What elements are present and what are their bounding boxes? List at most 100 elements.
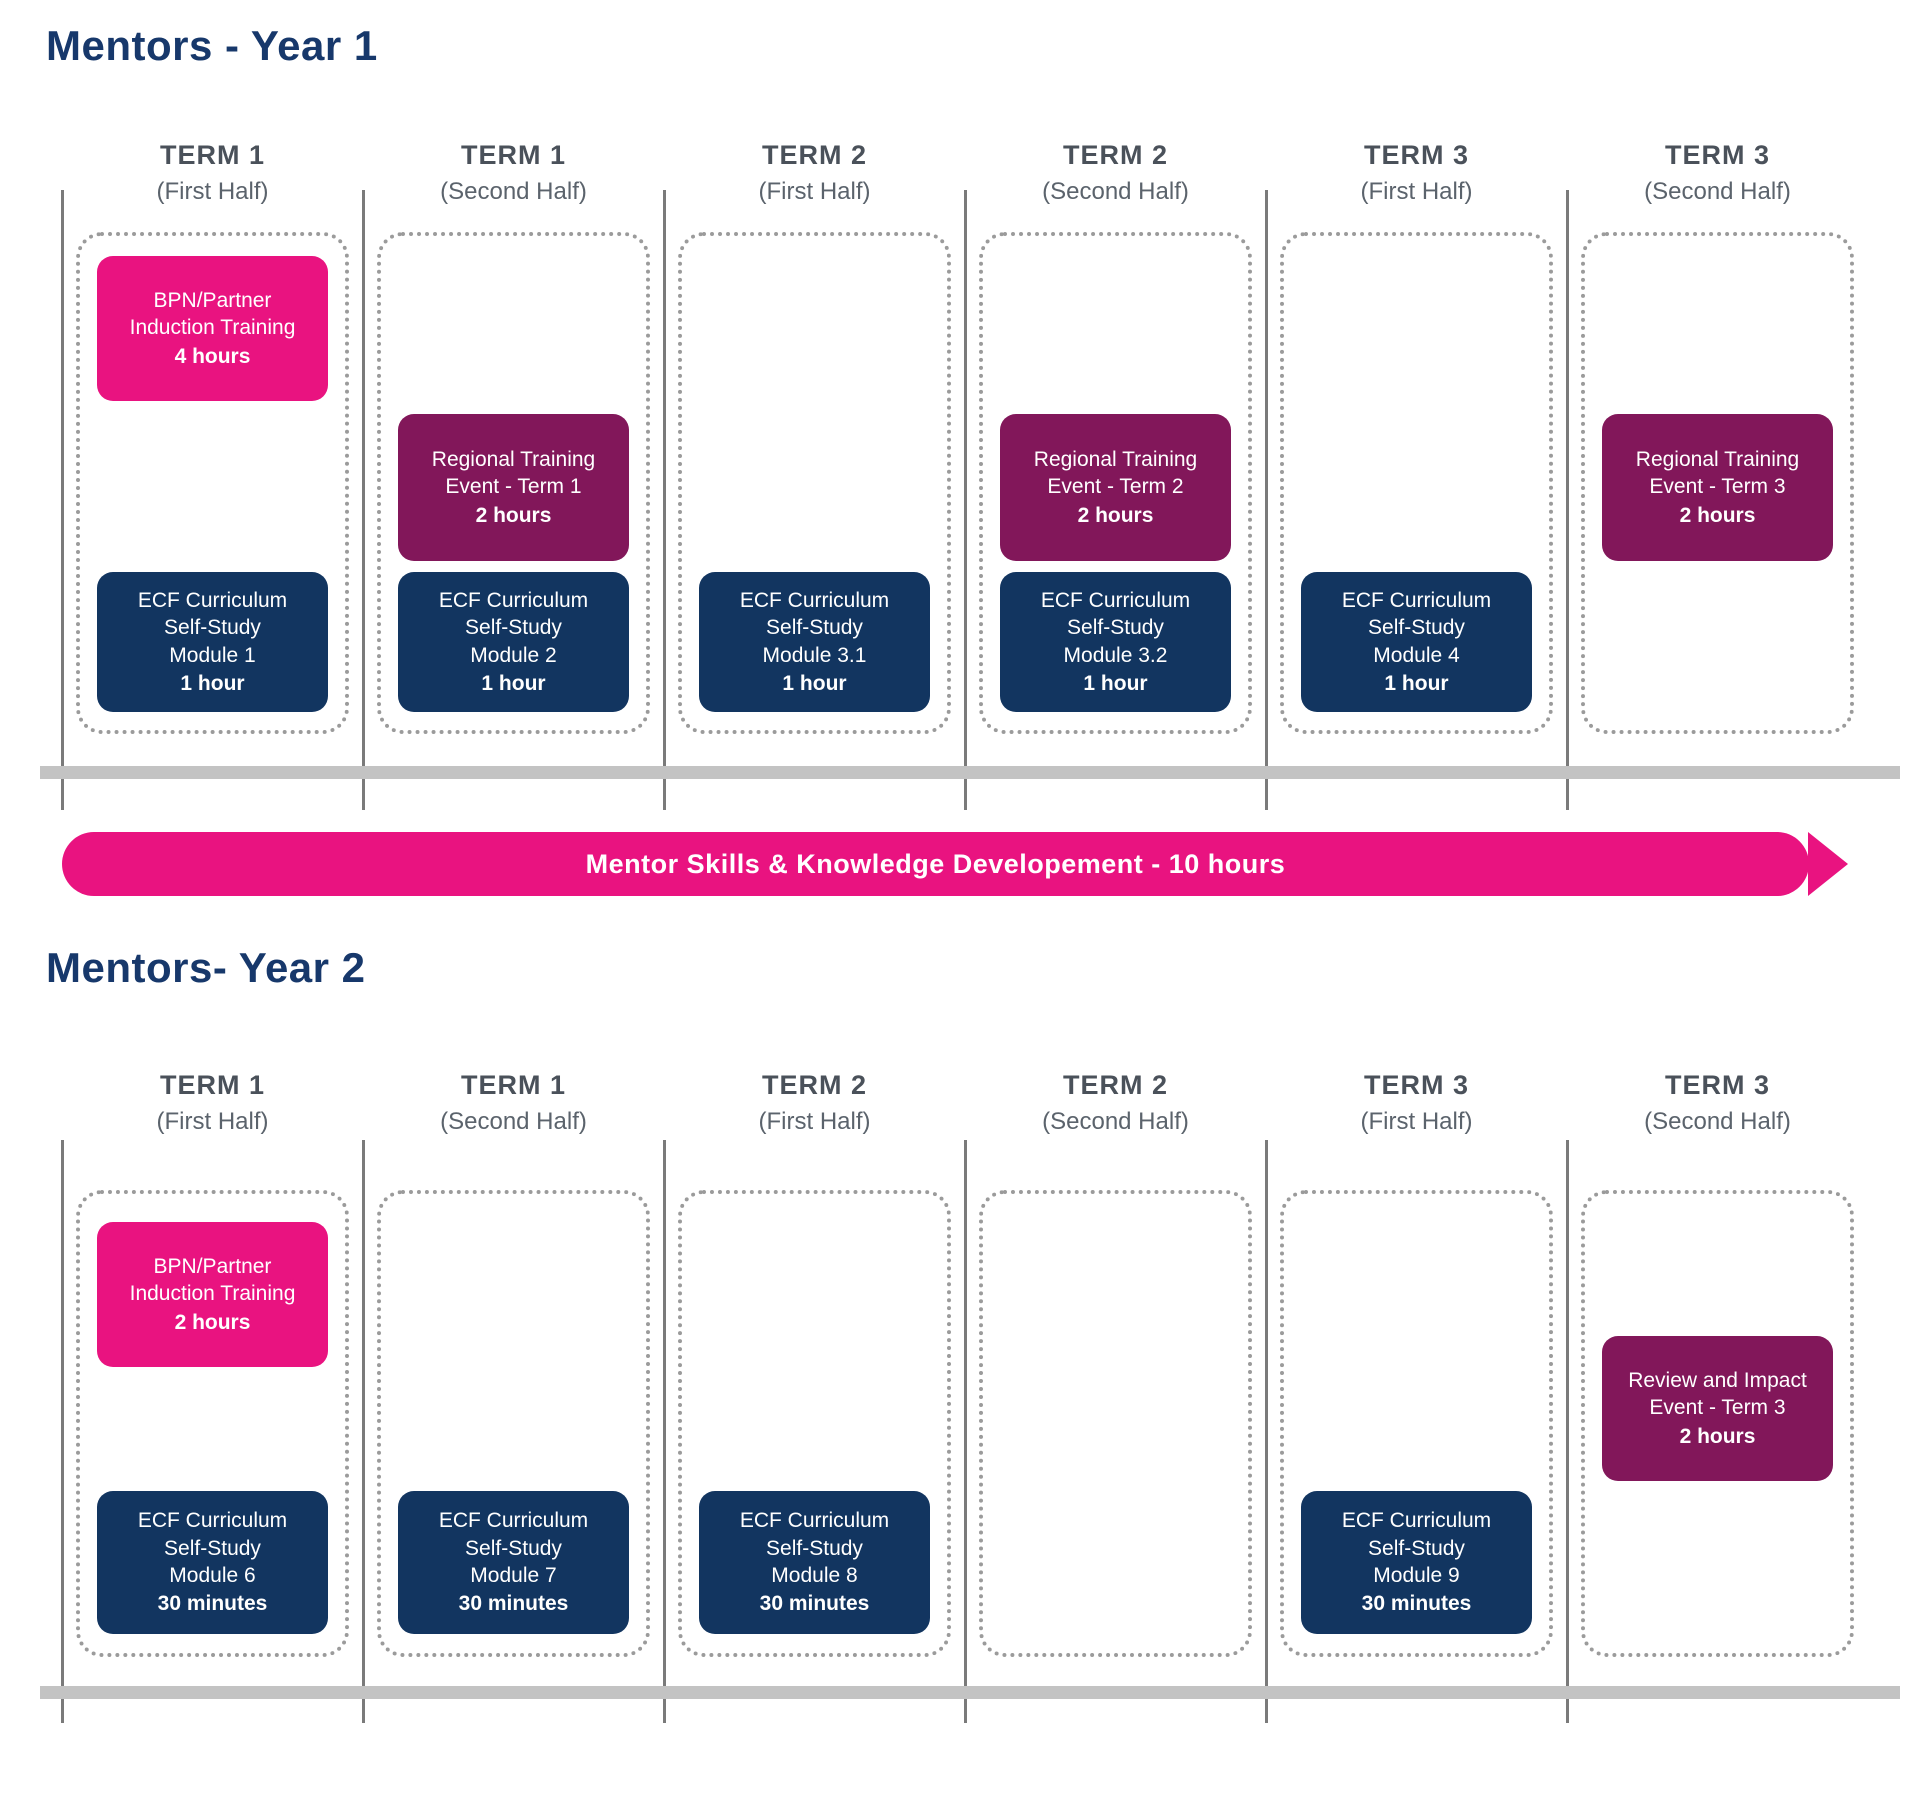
card-title: ECF Curriculum Self-Study Module 3.2 bbox=[1040, 588, 1191, 667]
term-half-label: (First Half) bbox=[1360, 1108, 1473, 1135]
term-label: TERM 2 bbox=[761, 140, 867, 170]
card-bpn-induction: BPN/Partner Induction Training 4 hours bbox=[97, 256, 328, 401]
card-title: BPN/Partner Induction Training bbox=[129, 289, 296, 340]
column-divider-line bbox=[964, 190, 967, 810]
column-divider-line bbox=[362, 190, 365, 810]
term-label: TERM 1 bbox=[460, 140, 566, 170]
column-divider-line bbox=[964, 1140, 967, 1723]
card-bpn-induction-y2: BPN/Partner Induction Training 2 hours bbox=[97, 1222, 328, 1367]
card-hours: 2 hours bbox=[1679, 503, 1756, 527]
term-dotted-box: ECF Curriculum Self-Study Module 7 30 mi… bbox=[377, 1190, 650, 1657]
term-label: TERM 1 bbox=[159, 140, 265, 170]
card-hours: 2 hours bbox=[1679, 1424, 1756, 1448]
card-ecf-module-1: ECF Curriculum Self-Study Module 1 1 hou… bbox=[97, 572, 328, 712]
term-dotted-box: ECF Curriculum Self-Study Module 3.1 1 h… bbox=[678, 232, 951, 734]
card-hours: 1 hour bbox=[1384, 671, 1449, 695]
card-title: Review and Impact Event - Term 3 bbox=[1628, 1369, 1807, 1420]
column-divider-line bbox=[1566, 190, 1569, 810]
term-half-label: (First Half) bbox=[1360, 178, 1473, 205]
card-regional-training-term1: Regional Training Event - Term 1 2 hours bbox=[398, 414, 629, 561]
term-half-label: (Second Half) bbox=[440, 178, 587, 205]
term-dotted-box: Regional Training Event - Term 2 2 hours… bbox=[979, 232, 1252, 734]
column-divider-line bbox=[61, 1140, 64, 1723]
term-half-label: (Second Half) bbox=[1644, 1108, 1791, 1135]
card-ecf-module-2: ECF Curriculum Self-Study Module 2 1 hou… bbox=[398, 572, 629, 712]
column-divider-line bbox=[1566, 1140, 1569, 1723]
y1-column-term2-first: TERM 2 (First Half) ECF Curriculum Self-… bbox=[663, 140, 965, 810]
term-half-label: (First Half) bbox=[156, 1108, 269, 1135]
y2-column-term3-first: TERM 3 (First Half) ECF Curriculum Self-… bbox=[1265, 1070, 1567, 1723]
card-title: ECF Curriculum Self-Study Module 8 bbox=[739, 1509, 890, 1587]
term-half-label: (Second Half) bbox=[440, 1108, 587, 1135]
card-title: Regional Training Event - Term 2 bbox=[1033, 448, 1198, 499]
term-label: TERM 2 bbox=[761, 1070, 867, 1100]
card-hours: 30 minutes bbox=[759, 1592, 870, 1616]
year1-timeline-bar bbox=[40, 766, 1900, 779]
term-label: TERM 1 bbox=[460, 1070, 566, 1100]
term-label: TERM 3 bbox=[1664, 140, 1770, 170]
card-hours: 1 hour bbox=[1083, 671, 1148, 695]
term-half-label: (Second Half) bbox=[1042, 178, 1189, 205]
card-regional-training-term2: Regional Training Event - Term 2 2 hours bbox=[1000, 414, 1231, 561]
mentor-skills-banner: Mentor Skills & Knowledge Developement -… bbox=[62, 832, 1848, 896]
term-dotted-box: Review and Impact Event - Term 3 2 hours bbox=[1581, 1190, 1854, 1657]
term-label: TERM 2 bbox=[1062, 140, 1168, 170]
y2-column-term2-second: TERM 2 (Second Half) bbox=[964, 1070, 1266, 1723]
column-divider-line bbox=[61, 190, 64, 810]
term-dotted-box-empty bbox=[979, 1190, 1252, 1657]
term-dotted-box: BPN/Partner Induction Training 2 hours E… bbox=[76, 1190, 349, 1657]
term-label: TERM 3 bbox=[1363, 1070, 1469, 1100]
term-half-label: (First Half) bbox=[758, 1108, 871, 1135]
term-dotted-box: ECF Curriculum Self-Study Module 9 30 mi… bbox=[1280, 1190, 1553, 1657]
card-hours: 30 minutes bbox=[458, 1592, 569, 1616]
y2-column-term1-second: TERM 1 (Second Half) ECF Curriculum Self… bbox=[362, 1070, 664, 1723]
term-half-label: (Second Half) bbox=[1042, 1108, 1189, 1135]
card-ecf-module-3-2: ECF Curriculum Self-Study Module 3.2 1 h… bbox=[1000, 572, 1231, 712]
card-regional-training-term3: Regional Training Event - Term 3 2 hours bbox=[1602, 414, 1833, 561]
term-dotted-box: Regional Training Event - Term 1 2 hours… bbox=[377, 232, 650, 734]
card-title: ECF Curriculum Self-Study Module 1 bbox=[137, 588, 288, 667]
card-ecf-module-4: ECF Curriculum Self-Study Module 4 1 hou… bbox=[1301, 572, 1532, 712]
column-divider-line bbox=[362, 1140, 365, 1723]
card-ecf-module-7: ECF Curriculum Self-Study Module 7 30 mi… bbox=[398, 1491, 629, 1634]
card-ecf-module-8: ECF Curriculum Self-Study Module 8 30 mi… bbox=[699, 1491, 930, 1634]
card-ecf-module-6: ECF Curriculum Self-Study Module 6 30 mi… bbox=[97, 1491, 328, 1634]
column-divider-line bbox=[663, 190, 666, 810]
term-half-label: (First Half) bbox=[156, 178, 269, 205]
card-hours: 30 minutes bbox=[1361, 1592, 1472, 1616]
card-hours: 1 hour bbox=[782, 671, 847, 695]
card-title: Regional Training Event - Term 3 bbox=[1635, 448, 1800, 499]
term-label: TERM 1 bbox=[159, 1070, 265, 1100]
card-title: ECF Curriculum Self-Study Module 2 bbox=[438, 588, 589, 667]
term-label: TERM 3 bbox=[1363, 140, 1469, 170]
card-title: ECF Curriculum Self-Study Module 7 bbox=[438, 1509, 589, 1587]
term-label: TERM 2 bbox=[1062, 1070, 1168, 1100]
y2-column-term1-first: TERM 1 (First Half) BPN/Partner Inductio… bbox=[61, 1070, 363, 1723]
column-divider-line bbox=[1265, 1140, 1268, 1723]
column-divider-line bbox=[663, 1140, 666, 1723]
card-title: ECF Curriculum Self-Study Module 4 bbox=[1341, 588, 1492, 667]
term-dotted-box: Regional Training Event - Term 3 2 hours bbox=[1581, 232, 1854, 734]
column-divider-line bbox=[1265, 190, 1268, 810]
y1-column-term1-first: TERM 1 (First Half) BPN/Partner Inductio… bbox=[61, 140, 363, 810]
card-hours: 2 hours bbox=[475, 503, 552, 527]
term-half-label: (First Half) bbox=[758, 178, 871, 205]
card-hours: 1 hour bbox=[180, 671, 245, 695]
y2-column-term2-first: TERM 2 (First Half) ECF Curriculum Self-… bbox=[663, 1070, 965, 1723]
card-title: ECF Curriculum Self-Study Module 3.1 bbox=[739, 588, 890, 667]
term-label: TERM 3 bbox=[1664, 1070, 1770, 1100]
card-review-impact-term3: Review and Impact Event - Term 3 2 hours bbox=[1602, 1336, 1833, 1481]
term-dotted-box: BPN/Partner Induction Training 4 hours E… bbox=[76, 232, 349, 734]
y1-column-term3-first: TERM 3 (First Half) ECF Curriculum Self-… bbox=[1265, 140, 1567, 810]
year2-timeline-bar bbox=[40, 1686, 1900, 1699]
term-half-label: (Second Half) bbox=[1644, 178, 1791, 205]
card-hours: 2 hours bbox=[1077, 503, 1154, 527]
card-title: Regional Training Event - Term 1 bbox=[431, 448, 596, 499]
card-title: ECF Curriculum Self-Study Module 6 bbox=[137, 1509, 288, 1587]
term-dotted-box: ECF Curriculum Self-Study Module 4 1 hou… bbox=[1280, 232, 1553, 734]
card-title: ECF Curriculum Self-Study Module 9 bbox=[1341, 1509, 1492, 1587]
year2-title: Mentors- Year 2 bbox=[46, 944, 366, 991]
card-ecf-module-9: ECF Curriculum Self-Study Module 9 30 mi… bbox=[1301, 1491, 1532, 1634]
card-hours: 2 hours bbox=[174, 1310, 251, 1334]
